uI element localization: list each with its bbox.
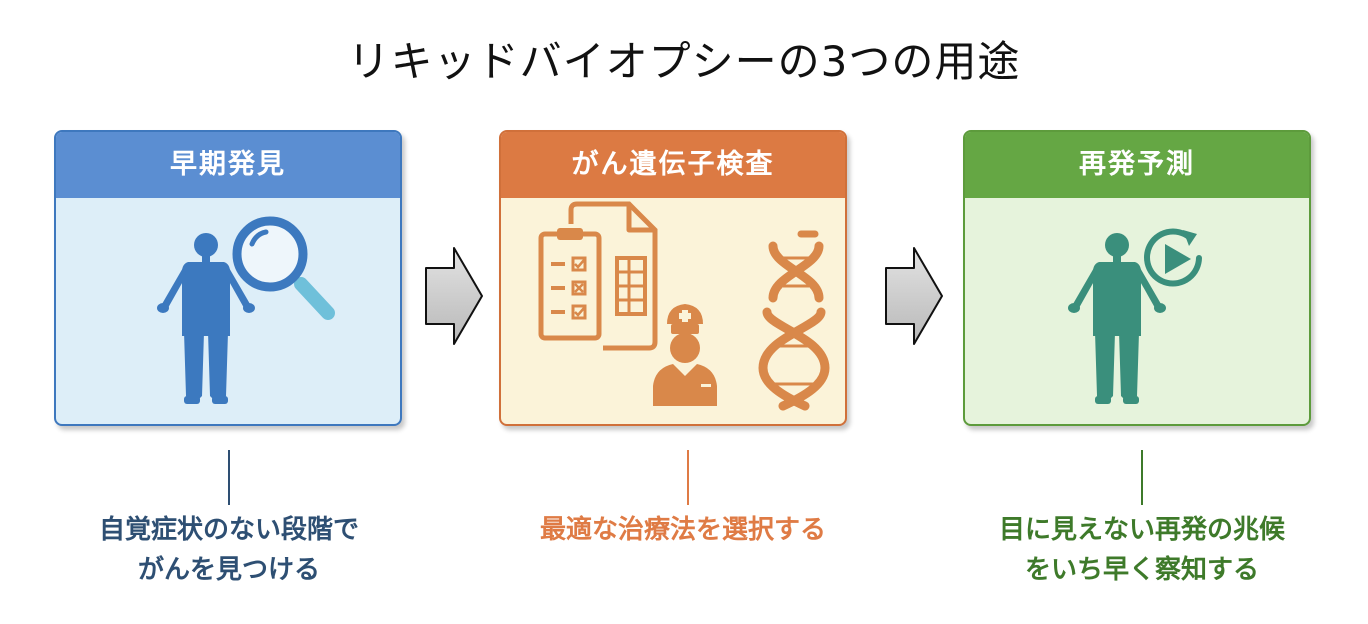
card-body-early-detection: [56, 200, 400, 424]
caption-recurrence-prediction: 目に見えない再発の兆候 をいち早く察知する: [932, 510, 1352, 590]
card-gene-testing: がん遺伝子検査: [499, 130, 847, 426]
card-heading-early-detection: 早期発見: [56, 132, 400, 198]
flow-arrow-2-icon: [885, 247, 943, 345]
connector-line-1: [228, 450, 230, 505]
caption-gene-testing: 最適な治療法を選択する: [473, 510, 893, 550]
card-body-recurrence-prediction: [965, 200, 1309, 424]
human-figure-icon: [1068, 233, 1166, 404]
connector-line-2: [687, 450, 689, 505]
caption-line: をいち早く察知する: [1024, 555, 1259, 585]
card-recurrence-prediction: 再発予測: [963, 130, 1311, 426]
play-cycle-icon: [1144, 228, 1202, 287]
card-heading-gene-testing: がん遺伝子検査: [501, 132, 845, 198]
document-icon: [568, 201, 658, 351]
card-heading-recurrence-prediction: 再発予測: [965, 132, 1309, 198]
caption-line: 目に見えない再発の兆候: [998, 515, 1285, 545]
human-figure-icon: [157, 233, 255, 404]
dna-icon: [758, 230, 830, 411]
caption-line: がんを見つける: [137, 555, 320, 585]
connector-line-3: [1141, 450, 1143, 505]
flow-arrow-1-icon: [425, 247, 483, 345]
clipboard-icon: [538, 228, 602, 341]
doctor-icon: [653, 304, 717, 406]
caption-line: 最適な治療法を選択する: [539, 515, 826, 545]
card-body-gene-testing: [501, 200, 845, 424]
page-title: リキッドバイオプシーの3つの用途: [347, 37, 1021, 86]
card-early-detection: 早期発見: [54, 130, 402, 426]
magnifier-icon: [232, 216, 335, 320]
caption-early-detection: 自覚症状のない段階で がんを見つける: [19, 510, 439, 590]
caption-line: 自覚症状のない段階で: [98, 515, 359, 545]
